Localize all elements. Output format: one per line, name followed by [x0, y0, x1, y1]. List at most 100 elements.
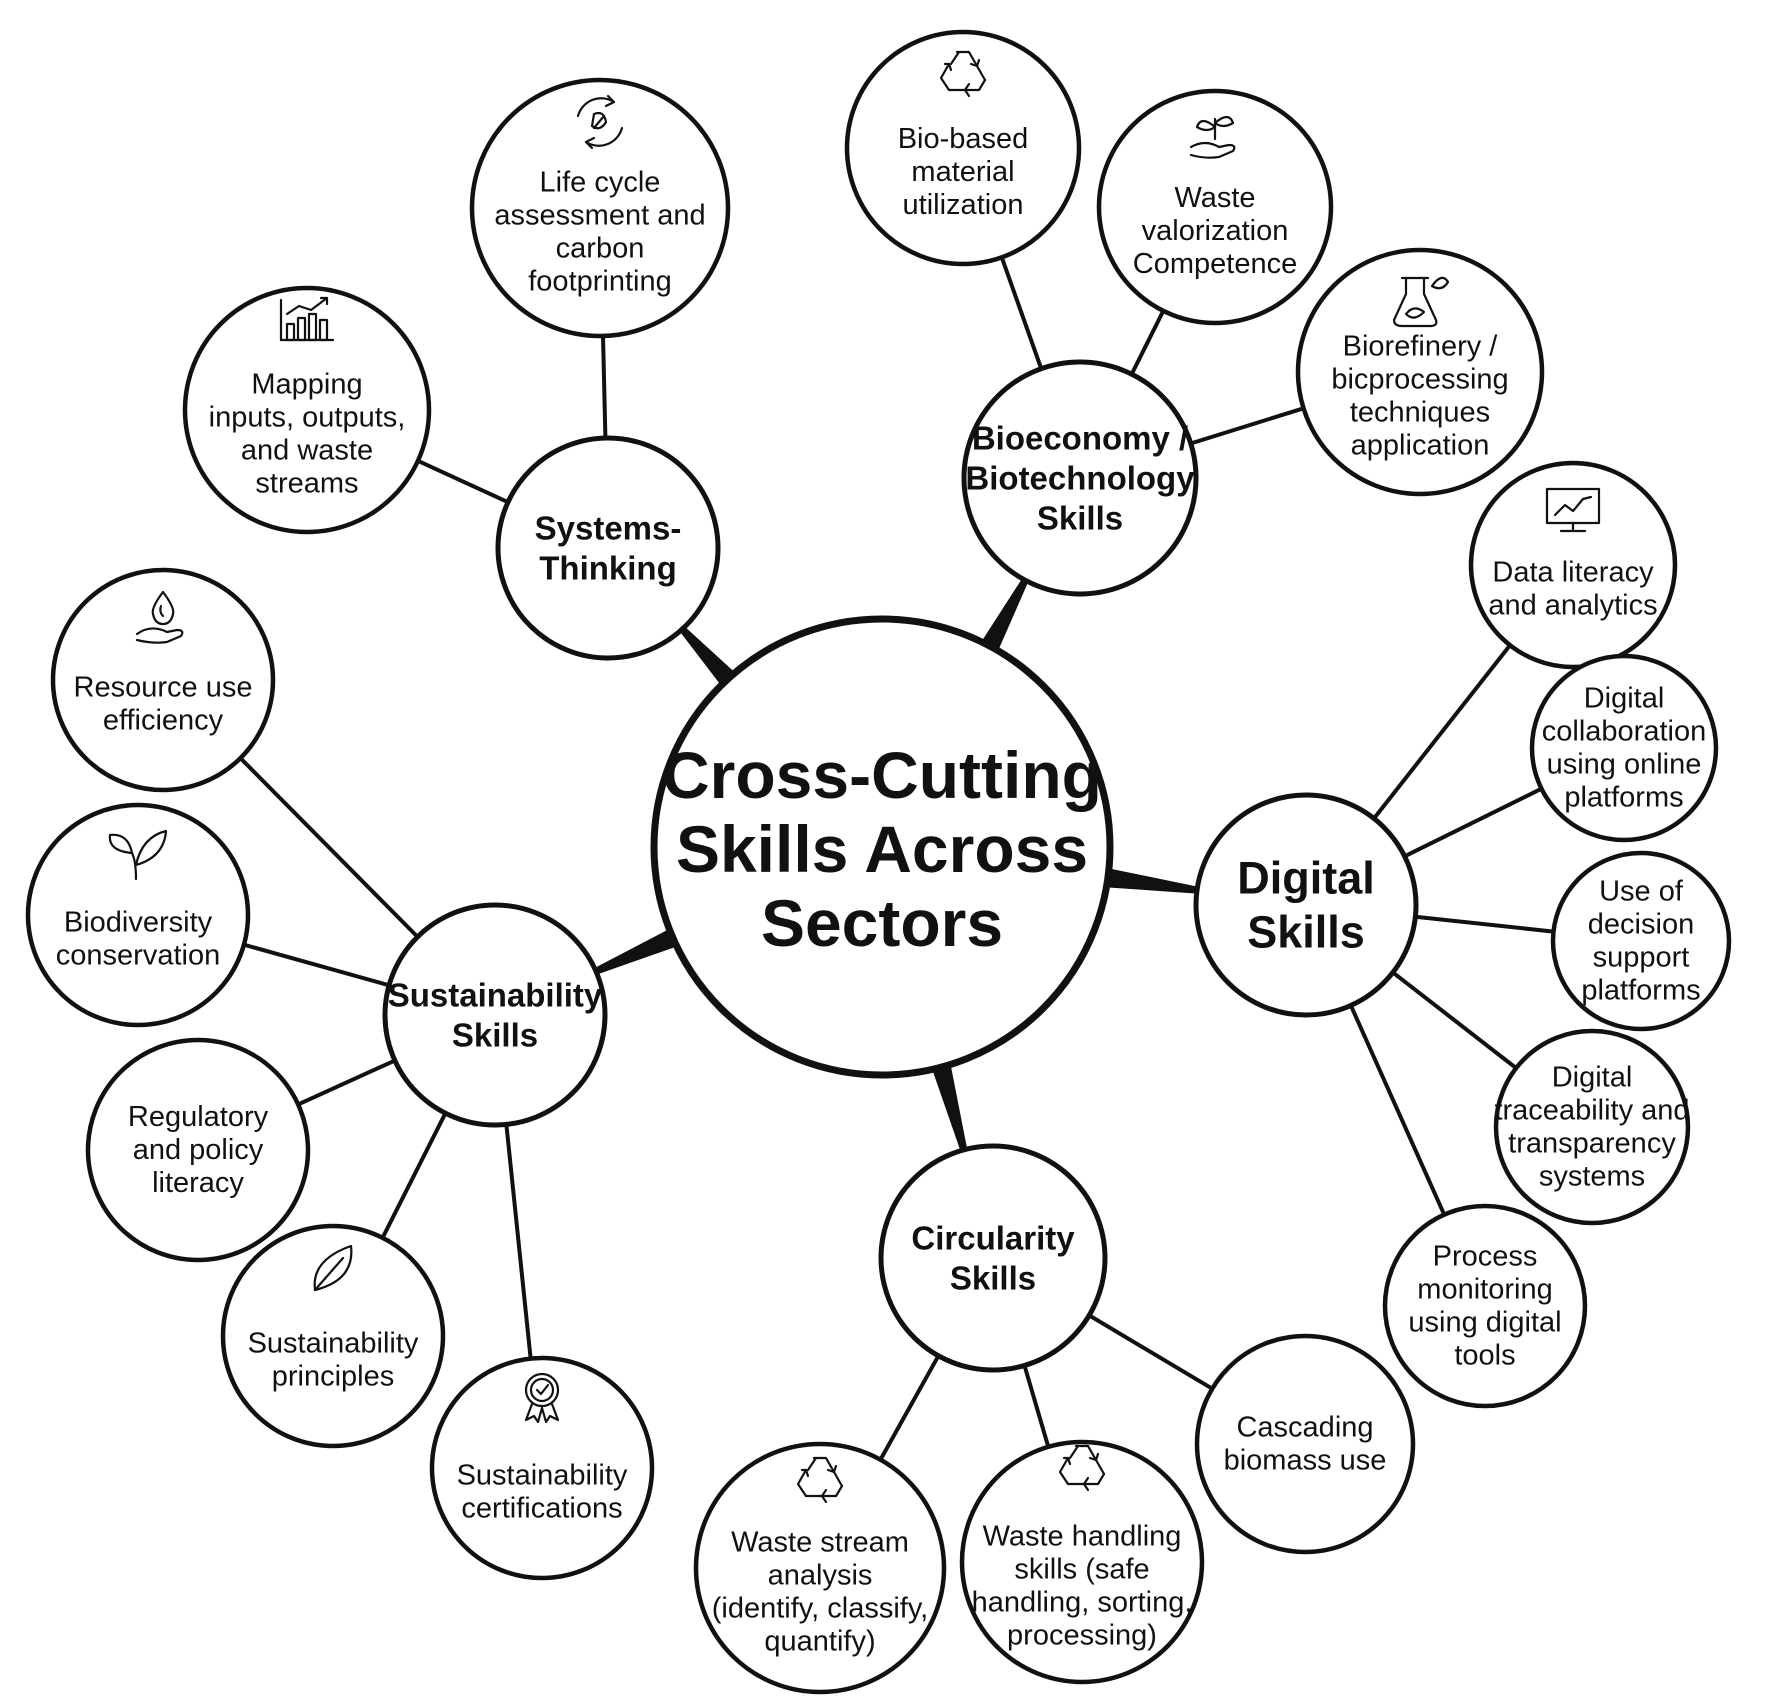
- skill-label-regulatory-line-1: Regulatory: [128, 1101, 269, 1133]
- skill-label-life-cycle-line-2: assessment and: [494, 200, 705, 232]
- center-title-line-3: Sectors: [761, 886, 1003, 960]
- skill-label-cascading-line-1: Cascading: [1236, 1412, 1373, 1444]
- skill-circle-process-monitoring: [1382, 1203, 1588, 1409]
- connector-resource-use: [239, 756, 419, 939]
- skill-label-life-cycle-line-1: Life cycle: [540, 167, 661, 199]
- skill-label-process-monitoring-line-3: using digital: [1408, 1307, 1561, 1339]
- connector-cascading: [1088, 1313, 1214, 1391]
- cycle-arrows-icon: [576, 94, 624, 150]
- category-label-bioeconomy-line-3: Skills: [1037, 500, 1123, 537]
- center-title-line-1: Cross-Cutting: [662, 738, 1102, 812]
- category-circle-sustainability: [382, 902, 608, 1128]
- skill-circle-resource-use: [50, 567, 276, 793]
- skill-label-waste-stream-line-3: (identify, classify,: [712, 1593, 928, 1625]
- skill-label-mapping-line-2: inputs, outputs,: [209, 402, 406, 434]
- category-label-systems-thinking-line-2: Thinking: [539, 550, 676, 587]
- category-circle-bioeconomy: [961, 359, 1199, 597]
- center-circle: [650, 615, 1114, 1079]
- skill-circle-certifications: [429, 1355, 655, 1581]
- leaf-icon: [313, 1244, 353, 1292]
- skill-label-certifications-line-1: Sustainability: [457, 1460, 628, 1492]
- skill-label-biorefinery-line-1: Biorefinery /: [1343, 331, 1499, 363]
- two-leaves-icon: [108, 829, 168, 881]
- skill-label-principles-line-2: principles: [272, 1361, 395, 1393]
- connector-certifications: [504, 1124, 533, 1359]
- skill-circle-biodiversity: [25, 802, 251, 1028]
- skill-circle-life-cycle: [469, 77, 731, 339]
- skill-circle-digital-collaboration: [1529, 653, 1719, 843]
- category-label-circularity-line-1: Circularity: [911, 1220, 1075, 1257]
- skill-label-biorefinery-line-4: application: [1351, 430, 1490, 462]
- skill-label-decision-support-line-4: platforms: [1581, 975, 1700, 1007]
- connector-life-cycle: [601, 335, 608, 439]
- skill-circle-biorefinery: [1295, 247, 1545, 497]
- category-circle-circularity: [878, 1143, 1108, 1373]
- skill-label-waste-handling-line-2: skills (safe: [1014, 1554, 1149, 1586]
- skill-label-waste-valorization-line-1: Waste: [1174, 182, 1255, 214]
- skill-label-traceability-line-4: systems: [1539, 1161, 1645, 1193]
- connector-principles: [380, 1112, 448, 1239]
- connector-center-sustainability: [594, 928, 678, 975]
- skill-label-waste-stream-line-2: analysis: [768, 1560, 873, 1592]
- sprout-hand-icon: [1189, 115, 1236, 159]
- connector-mapping: [417, 459, 509, 504]
- recycle-icon: [1058, 1444, 1106, 1492]
- skill-label-digital-collaboration-line-2: collaboration: [1542, 716, 1706, 748]
- skill-label-traceability-line-1: Digital: [1552, 1062, 1633, 1094]
- water-drop-hand-icon: [135, 590, 184, 644]
- skill-label-regulatory-line-2: and policy: [133, 1134, 264, 1166]
- skill-label-bio-based-line-2: material: [911, 156, 1014, 188]
- skill-circle-mapping: [182, 285, 432, 535]
- skill-label-resource-use-line-1: Resource use: [74, 672, 253, 704]
- skill-label-waste-stream-line-1: Waste stream: [731, 1527, 909, 1559]
- skill-label-data-literacy-line-1: Data literacy: [1492, 557, 1654, 589]
- skill-label-traceability-line-2: traceability and: [1494, 1095, 1689, 1127]
- skill-label-regulatory-line-3: literacy: [152, 1167, 244, 1199]
- connector-waste-handling: [1022, 1364, 1051, 1448]
- skill-label-process-monitoring-line-2: monitoring: [1417, 1274, 1552, 1306]
- skill-label-digital-collaboration-line-1: Digital: [1584, 683, 1665, 715]
- skill-circle-regulatory: [85, 1037, 311, 1263]
- skill-circle-traceability: [1493, 1028, 1691, 1226]
- connector-center-digital: [1106, 868, 1198, 894]
- skill-label-mapping-line-3: and waste: [241, 435, 373, 467]
- skill-label-biodiversity-line-1: Biodiversity: [64, 907, 213, 939]
- category-label-sustainability-line-1: Sustainability: [388, 977, 603, 1014]
- connector-process-monitoring: [1349, 1004, 1447, 1216]
- skill-label-decision-support-line-3: support: [1593, 942, 1690, 974]
- skill-label-waste-stream-line-4: quantify): [764, 1626, 875, 1658]
- category-label-circularity-line-2: Skills: [950, 1260, 1036, 1297]
- skill-label-process-monitoring-line-4: tools: [1454, 1340, 1515, 1372]
- connector-waste-valorization: [1129, 309, 1166, 376]
- skill-circle-principles: [220, 1223, 446, 1449]
- category-label-bioeconomy-line-2: Biotechnology: [965, 460, 1195, 497]
- connector-waste-stream: [878, 1354, 941, 1461]
- connector-digital-collaboration: [1403, 786, 1543, 859]
- monitor-chart-icon: [1545, 487, 1601, 533]
- skill-circle-waste-valorization: [1096, 88, 1334, 326]
- skill-label-life-cycle-line-3: carbon: [556, 233, 645, 265]
- skill-label-data-literacy-line-2: and analytics: [1488, 590, 1657, 622]
- skill-label-bio-based-line-1: Bio-based: [898, 123, 1029, 155]
- skill-label-mapping-line-4: streams: [255, 468, 358, 500]
- skill-label-digital-collaboration-line-4: platforms: [1564, 782, 1683, 814]
- skill-node-biorefinery: Biorefinery /bicprocessingtechniquesappl…: [1295, 247, 1545, 497]
